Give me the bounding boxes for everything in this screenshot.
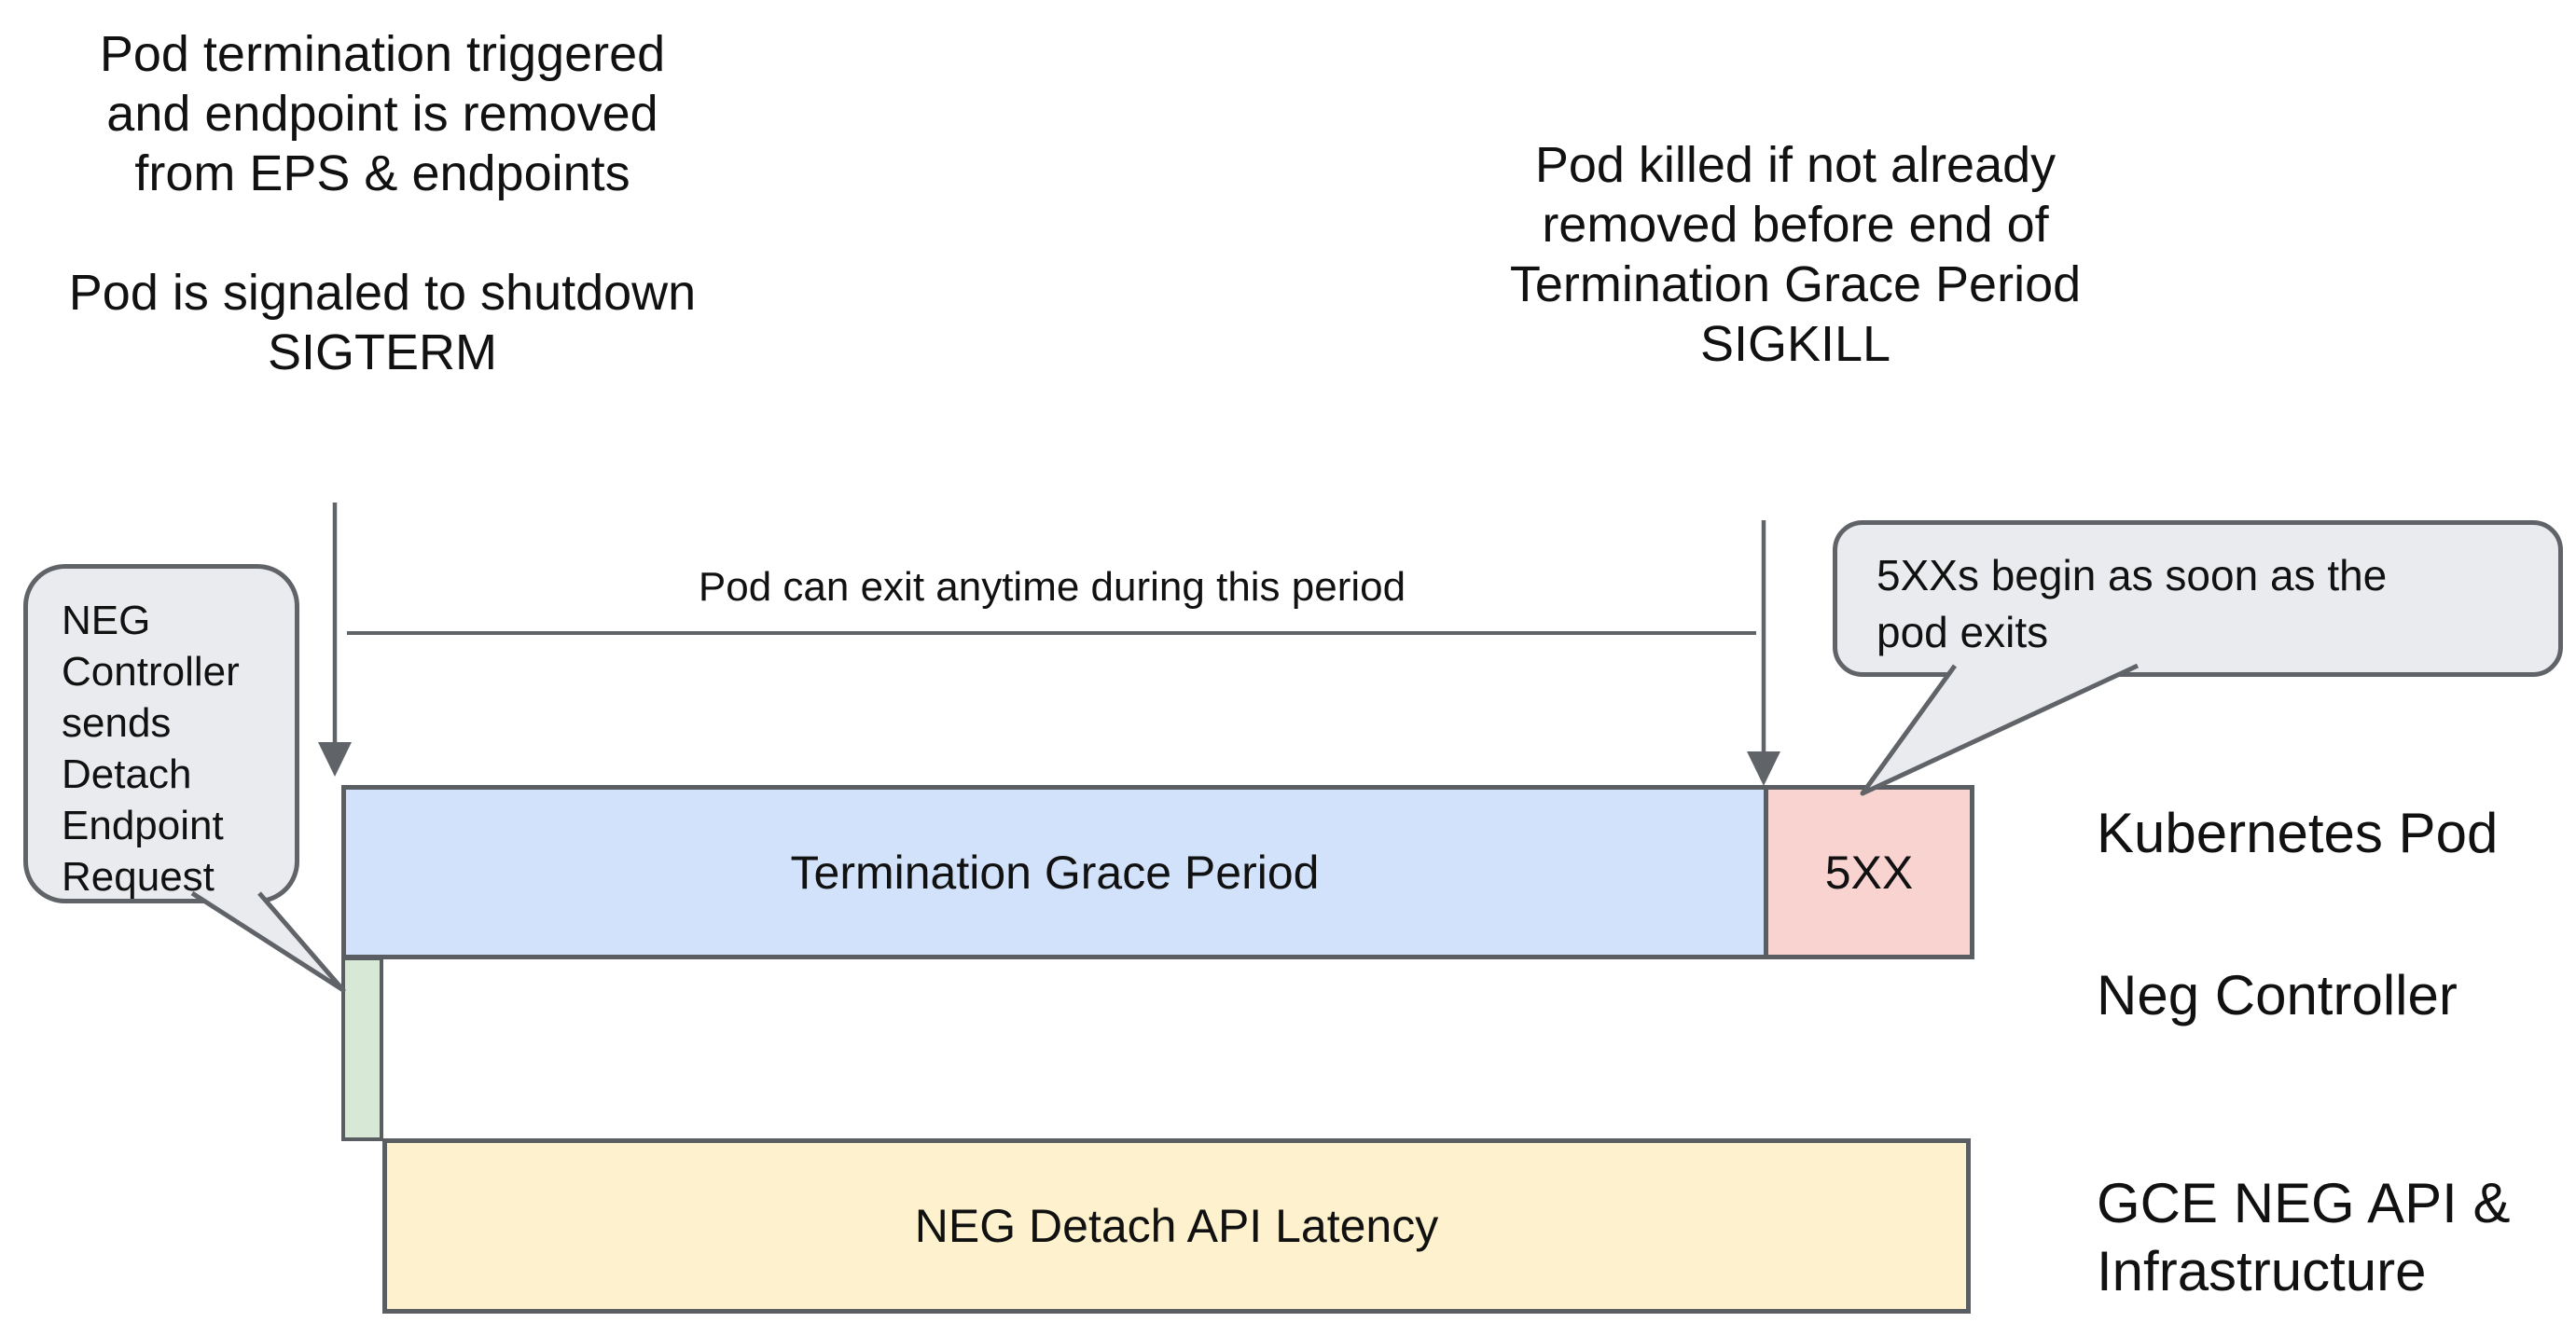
- 5xx-segment: 5XX: [1764, 790, 1970, 955]
- neg-controller-detach-bubble: NEG Controller sends Detach Endpoint Req…: [23, 564, 299, 903]
- annotation-pod-killed-sigkill: Pod killed if not already removed before…: [1509, 137, 2082, 372]
- sigkill-arrow-head-icon: [1747, 751, 1780, 786]
- lane-label-kubernetes-pod: Kubernetes Pod: [2097, 802, 2499, 864]
- annotation-pod-termination-triggered: Pod termination triggered and endpoint i…: [68, 26, 697, 380]
- pod-exit-period-label: Pod can exit anytime during this period: [698, 564, 1406, 610]
- left-bubble-tail: [190, 890, 346, 993]
- lane-label-neg-controller: Neg Controller: [2097, 964, 2458, 1026]
- neg-detach-request-bar: [341, 957, 383, 1141]
- kubernetes-pod-bar: Termination Grace Period 5XX: [341, 785, 1974, 959]
- termination-grace-period-label: Termination Grace Period: [790, 846, 1320, 899]
- neg-detach-api-latency-bar: NEG Detach API Latency: [382, 1138, 1971, 1314]
- 5xx-label: 5XX: [1824, 846, 1914, 899]
- 5xx-begin-bubble: 5XXs begin as soon as the pod exits: [1833, 520, 2563, 677]
- right-bubble-tail: [1860, 663, 2140, 796]
- lane-label-gce-neg-api: GCE NEG API & Infrastructure: [2097, 1172, 2511, 1302]
- neg-detach-api-latency-label: NEG Detach API Latency: [914, 1200, 1439, 1252]
- termination-grace-period-segment: Termination Grace Period: [346, 790, 1764, 955]
- sigterm-arrow-head-icon: [318, 742, 352, 777]
